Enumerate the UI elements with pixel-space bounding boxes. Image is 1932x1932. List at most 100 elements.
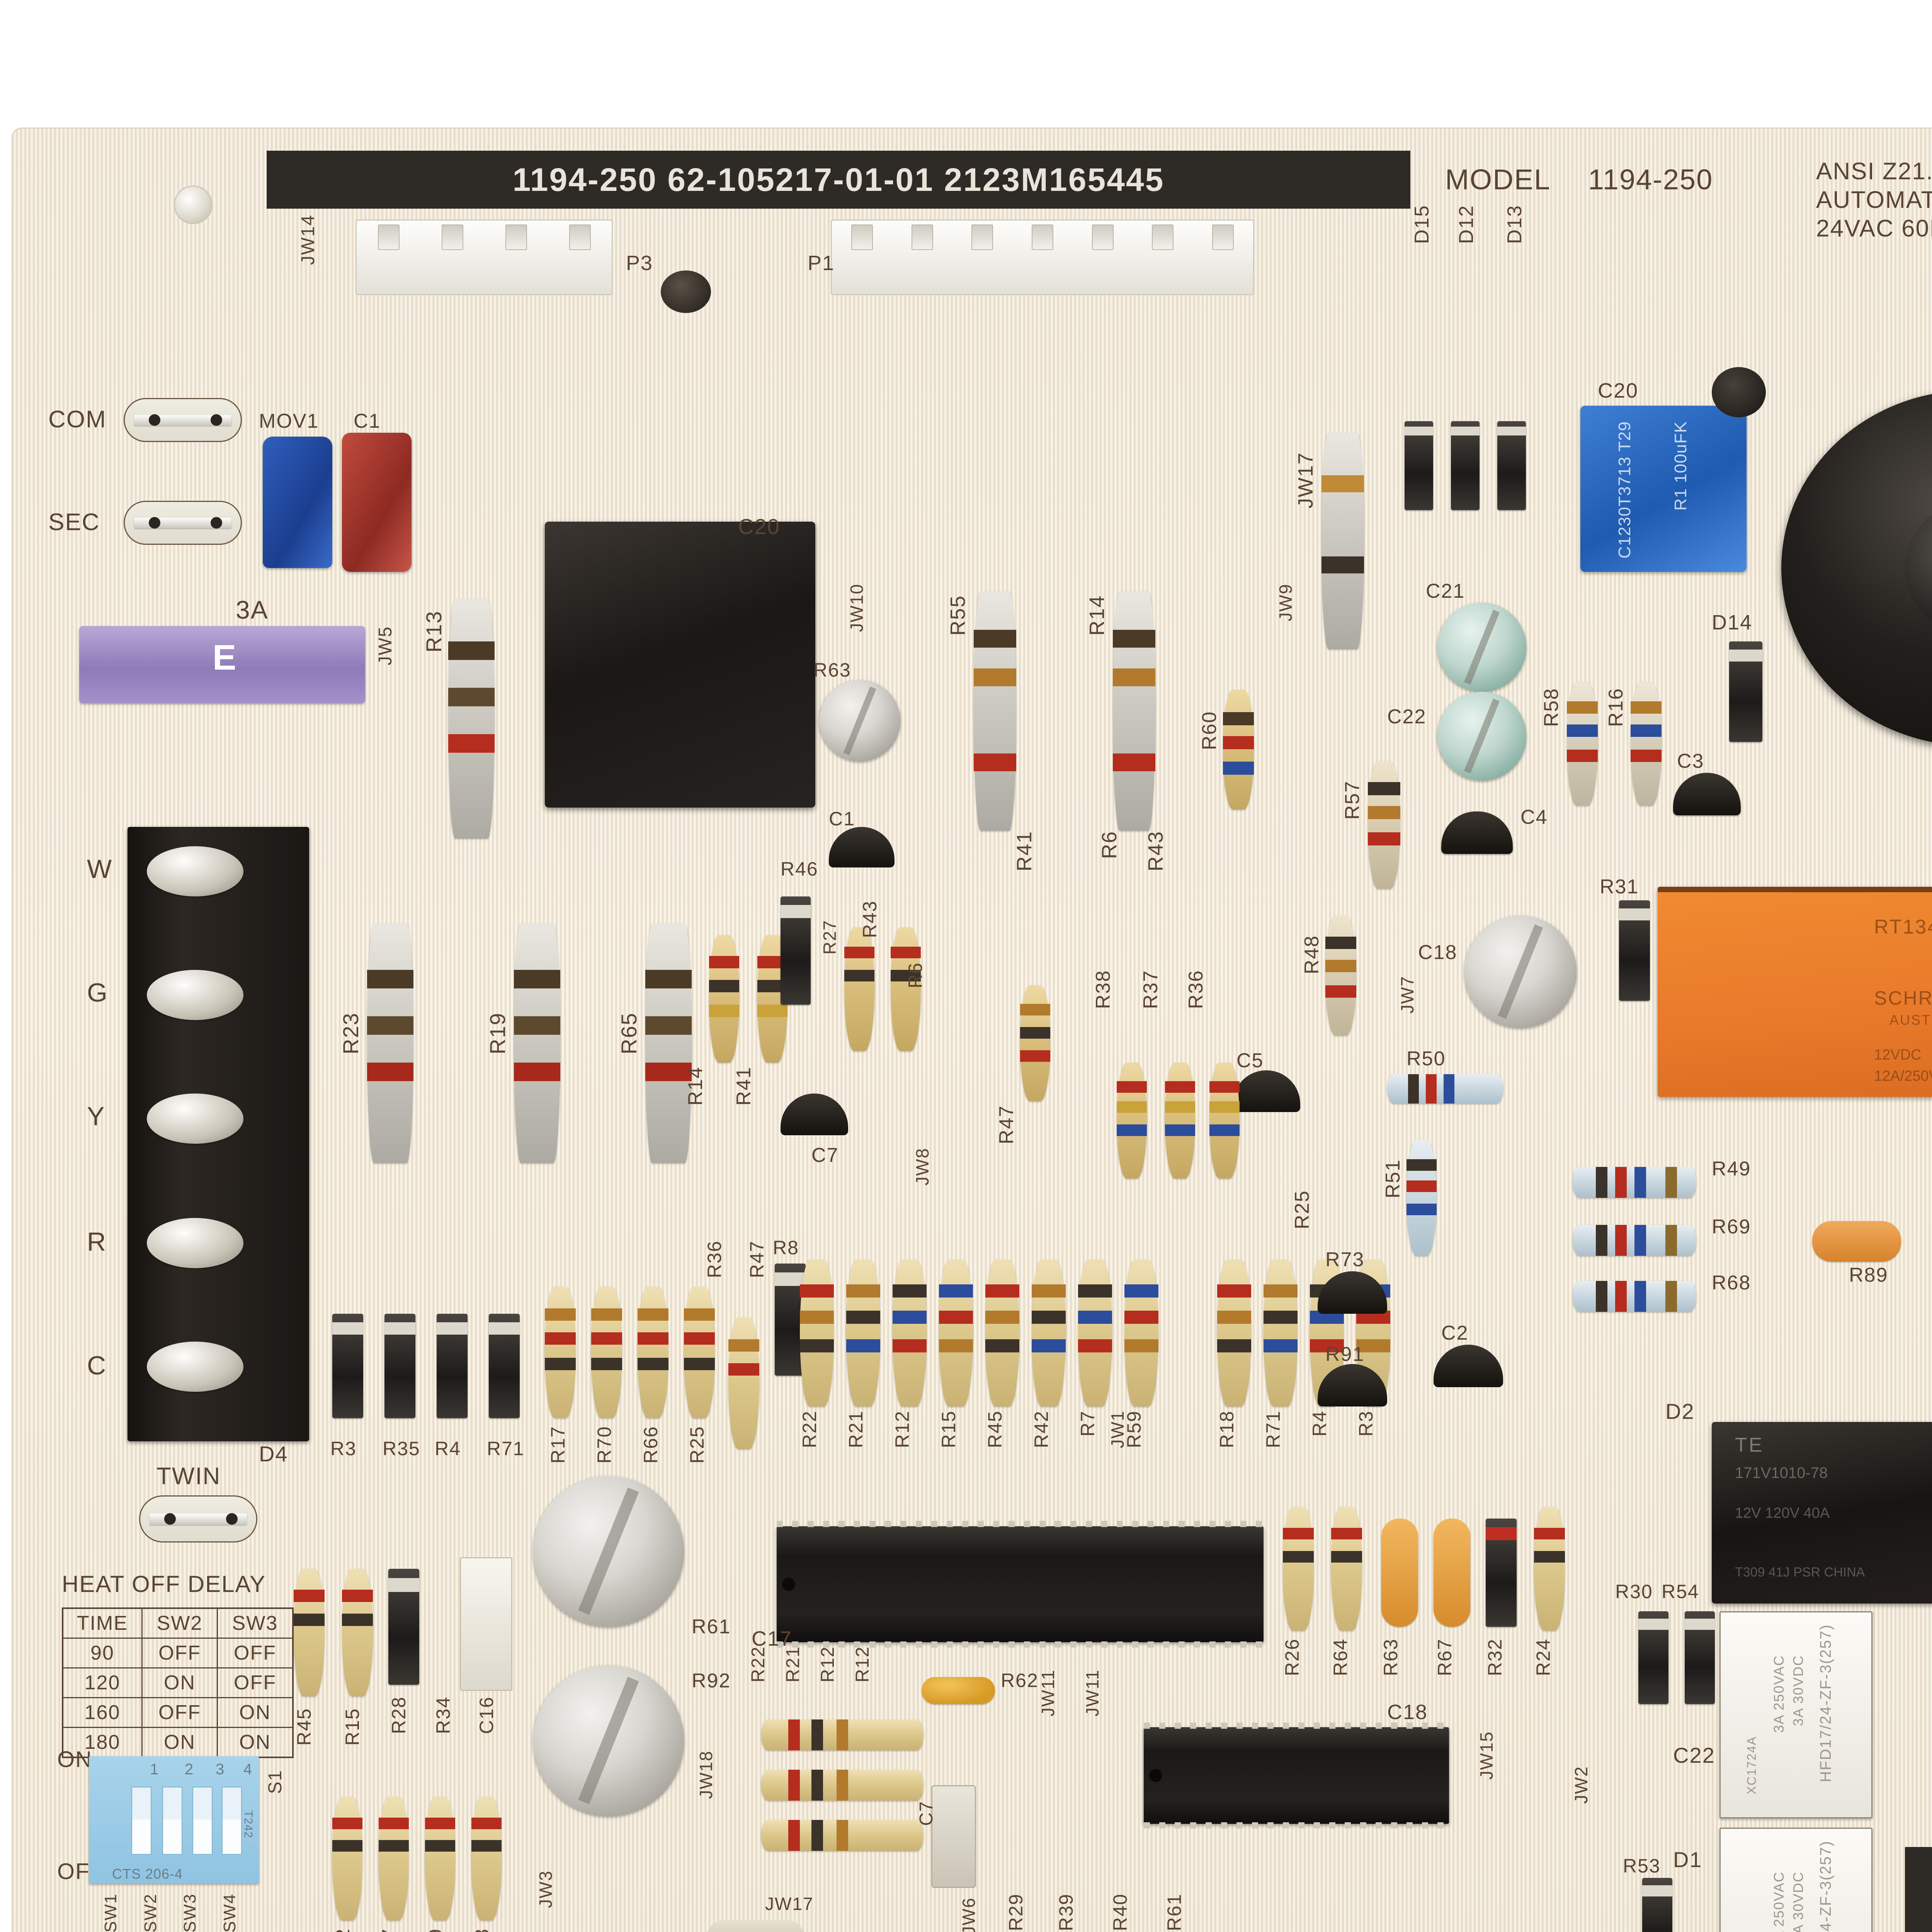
k2-marking-rating: 12A/250VAC [1874,1068,1932,1084]
terminal-screw-c[interactable] [147,1342,243,1392]
refdes-r47: R38 [1092,970,1114,1009]
terminal-sec[interactable] [124,501,242,545]
terminal-com[interactable] [124,398,242,442]
refdes-r34: R26 [1281,1638,1303,1676]
refdes-r90: R40 [1109,1893,1131,1931]
refdes-r42: R42 [1031,1410,1052,1448]
col-sw3: SW3 [217,1607,294,1639]
refdes-t2: D4 [259,1442,288,1466]
refdes-r3: R3 [1355,1410,1377,1437]
k3-marking-ac: 3A 250VAC [1771,1655,1787,1733]
refdes-r14: R41 [733,1066,755,1106]
refdes-r58: R6 [1098,831,1121,859]
diode-d14 [1729,641,1762,742]
transistor-q6 [1441,811,1513,854]
terminal-screw-y[interactable] [147,1094,243,1144]
resistor-r49 [1325,916,1356,1036]
ic-u1-microcontroller [777,1521,1264,1648]
top-part-number-label: 1194-250 62-105217-01-01 2123M165445 [267,151,1410,209]
resistor-r45 [985,1260,1019,1406]
refdes-k3: C22 [1673,1743,1715,1767]
refdes-jw7: JW7 [1397,976,1417,1014]
fuse-3a[interactable] [79,626,365,703]
resistor-r8 [1331,1507,1362,1631]
refdes-d18: R32 [1484,1638,1506,1676]
connector-p3[interactable] [355,219,613,295]
twin-label: TWIN [156,1463,221,1490]
heat-off-delay-title: HEAT OFF DELAY [62,1571,266,1597]
refdes-r53: R7 [378,1928,400,1932]
refdes-r10: R25 [686,1426,708,1464]
k4-marking-dc: 3A 30VDC [1790,1871,1806,1932]
refdes-r65: R65 [617,1012,641,1054]
black-rivet [1712,367,1766,417]
refdes-jw11: JW11 [1082,1669,1102,1717]
refdes-r9: R12 [852,1646,873,1683]
refdes-r7: R7 [1077,1410,1099,1437]
k3-marking-part: HFD17/24-ZF-3(257) [1817,1624,1834,1782]
refdes-r35: R25 [1291,1190,1313,1230]
refdes-r72: R61 [1163,1893,1185,1931]
resistor-r22 [800,1260,834,1406]
terminal-screw-w[interactable] [147,846,243,896]
resistor-r13 [448,599,495,838]
table-header-row: TIME SW2 SW3 [62,1607,294,1639]
k6-marking-part: 171V1010-78 [1735,1464,1828,1481]
terminal-screw-r[interactable] [147,1218,243,1268]
refdes-c19: C18 [1418,941,1458,964]
refdes-d8: R30 [1615,1581,1653,1602]
resistor-r36 [1406,1140,1437,1256]
refdes-r25: R36 [704,1240,725,1278]
refdes-r17: R37 [1139,970,1162,1009]
resistor-r53 [379,1797,409,1920]
terminal-label-g: G [87,978,108,1007]
diode-d13 [1497,421,1526,510]
k4-marking-part: HFD17/24-ZF-3(257) [1817,1840,1834,1932]
refdes-r4: R4 [1309,1410,1330,1437]
terminal-label-com: COM [48,406,107,433]
resistor-r20 [638,1287,668,1418]
k2-marking-brand: SCHRACK [1874,987,1932,1009]
refdes-r6: R55 [946,595,969,636]
refdes-r31: R45 [293,1708,315,1746]
connector-p1[interactable] [831,219,1254,295]
warning-label-do-not-connect: DO NOT CONNECT IF HEAT OR COOL CONNECTED… [1905,1847,1932,1932]
mount-hole [174,185,213,224]
diode-d8 [1638,1611,1668,1704]
capacitor-c5 [533,1665,684,1816]
diode-d2 [437,1314,468,1418]
refdes-r22: R22 [799,1410,820,1448]
terminal-screw-g[interactable] [147,970,243,1020]
refdes-d14: D14 [1712,611,1753,634]
resistor-r43 [891,927,921,1051]
refdes-d7: R46 [781,858,818,880]
refdes-jw2: JW6 [959,1897,979,1932]
resistor-r18 [1217,1260,1251,1406]
capacitor-c2 [533,1476,684,1627]
refdes-r66: R47 [995,1105,1018,1145]
dip-switch-s1[interactable]: 1 2 3 4 T242 CTS 206-4 [89,1756,259,1884]
dip-number-2: 2 [185,1761,194,1778]
diode-d3 [332,1314,363,1418]
k3-marking-dc: 3A 30VDC [1790,1655,1806,1726]
k6-marking-rating: 12V 120V 40A [1735,1505,1830,1521]
refdes-q7: C5 [1236,1049,1264,1072]
refdes-jw9: JW9 [1276,583,1296,621]
capacitor-c19 [1464,916,1577,1028]
dip-number-1: 1 [150,1761,159,1778]
capacitor-c21 [1437,603,1526,692]
terminal-twin[interactable] [139,1495,257,1543]
resistor-r7 [1078,1260,1112,1406]
refdes-q4: C2 [1441,1322,1469,1344]
c20-marking-1: C1230T3713 T29 [1615,421,1634,559]
refdes-r68: R49 [1712,1158,1751,1180]
k4-marking-ac: 3A 250VAC [1771,1871,1787,1932]
dip-number-3: 3 [216,1761,225,1778]
refdes-k4: D1 [1673,1847,1702,1872]
refdes-d6: R8 [773,1237,799,1259]
refdes-r43: R6 [905,962,926,988]
refdes-r51: R16 [1605,688,1627,727]
